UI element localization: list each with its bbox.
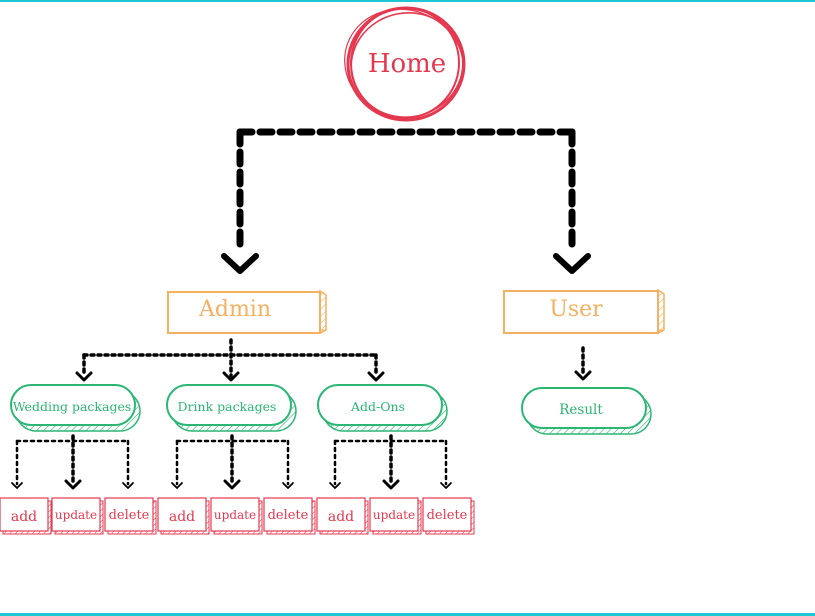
svg-text:add: add xyxy=(328,509,354,525)
section-label: Add-Ons xyxy=(350,399,405,414)
admin-connector xyxy=(82,338,378,378)
action-delete: delete xyxy=(263,497,316,535)
action-add: add xyxy=(157,497,210,535)
section-label: Drink packages xyxy=(178,399,277,414)
user-connector xyxy=(574,346,592,381)
section-label: Wedding packages xyxy=(13,399,132,414)
svg-text:add: add xyxy=(11,509,37,525)
action-update: update xyxy=(210,497,263,535)
user-node: User xyxy=(503,288,665,335)
section-result: Result xyxy=(521,387,652,435)
wedding-actions: add update delete xyxy=(0,497,157,535)
action-delete: delete xyxy=(104,497,157,535)
svg-text:add: add xyxy=(169,509,195,525)
user-label: User xyxy=(549,297,603,322)
action-add: add xyxy=(316,497,369,535)
section-label: Result xyxy=(559,402,603,418)
section-add-ons: Add-Ons xyxy=(317,384,448,432)
arrowhead-to-user xyxy=(553,253,591,274)
svg-text:delete: delete xyxy=(427,508,468,523)
svg-text:update: update xyxy=(214,508,256,522)
action-update: update xyxy=(51,497,104,535)
admin-arrowheads xyxy=(75,371,385,382)
arrowhead-to-admin xyxy=(221,253,259,274)
action-add: add xyxy=(0,497,52,535)
svg-text:update: update xyxy=(373,508,415,522)
admin-node: Admin xyxy=(167,289,327,335)
svg-text:delete: delete xyxy=(268,508,309,523)
action-arrowheads xyxy=(11,479,452,490)
top-border xyxy=(0,0,815,2)
home-label: Home xyxy=(368,49,446,79)
svg-text:delete: delete xyxy=(109,508,150,523)
section-drink-packages: Drink packages xyxy=(166,384,297,432)
home-circle xyxy=(344,6,466,122)
home-arrowheads xyxy=(221,253,591,274)
drink-actions: add update delete xyxy=(157,497,316,535)
section-wedding-packages: Wedding packages xyxy=(10,384,141,432)
action-delete: delete xyxy=(422,497,475,535)
svg-text:update: update xyxy=(55,508,97,522)
admin-label: Admin xyxy=(198,297,271,322)
home-connector xyxy=(236,128,576,252)
action-update: update xyxy=(369,497,422,535)
action-connectors xyxy=(15,434,448,486)
home-node: Home xyxy=(344,6,466,122)
addons-actions: add update delete xyxy=(316,497,475,535)
bottom-border xyxy=(0,613,815,616)
